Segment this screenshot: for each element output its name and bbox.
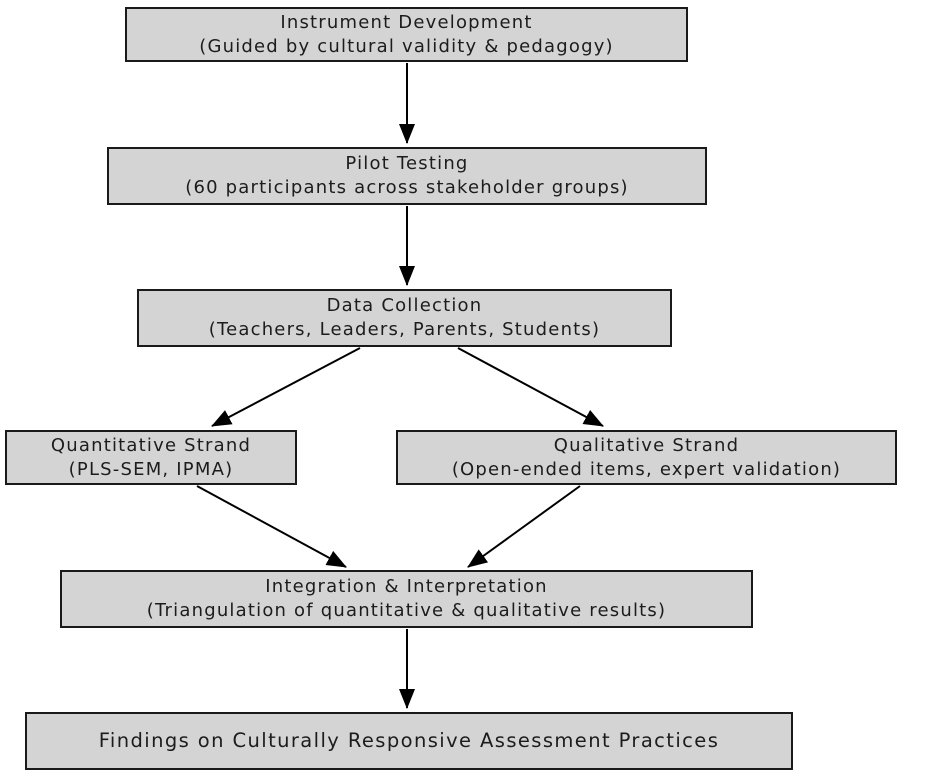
node-title: Integration & Interpretation — [265, 576, 548, 598]
node-instrument-development: Instrument Development (Guided by cultur… — [125, 7, 688, 62]
node-qualitative-strand: Qualitative Strand (Open-ended items, ex… — [396, 430, 897, 485]
node-subtitle: (Triangulation of quantitative & qualita… — [146, 600, 667, 621]
node-subtitle: (Open-ended items, expert validation) — [451, 458, 842, 480]
arrow-data-to-qualitative-icon — [457, 347, 604, 427]
node-subtitle: (Guided by cultural validity & pedagogy) — [199, 35, 614, 57]
node-title: Quantitative Strand — [50, 434, 252, 456]
node-quantitative-strand: Quantitative Strand (PLS-SEM, IPMA) — [5, 430, 297, 485]
node-data-collection: Data Collection (Teachers, Leaders, Pare… — [137, 289, 672, 347]
arrow-data-to-quantitative-icon — [211, 347, 361, 427]
node-findings: Findings on Culturally Responsive Assess… — [25, 712, 793, 770]
node-title: Data Collection — [326, 295, 483, 317]
node-title: Findings on Culturally Responsive Assess… — [98, 729, 720, 753]
node-title: Qualitative Strand — [553, 434, 740, 456]
arrow-qualitative-to-integration-icon — [467, 485, 581, 568]
node-pilot-testing: Pilot Testing (60 participants across st… — [107, 147, 707, 205]
arrow-quantitative-to-integration-icon — [196, 485, 347, 568]
node-integration-interpretation: Integration & Interpretation (Triangulat… — [60, 570, 753, 628]
node-title: Instrument Development — [280, 11, 533, 33]
node-subtitle: (Teachers, Leaders, Parents, Students) — [208, 319, 601, 340]
node-subtitle: (60 participants across stakeholder grou… — [185, 177, 629, 198]
node-title: Pilot Testing — [345, 153, 469, 175]
node-subtitle: (PLS-SEM, IPMA) — [68, 458, 234, 480]
